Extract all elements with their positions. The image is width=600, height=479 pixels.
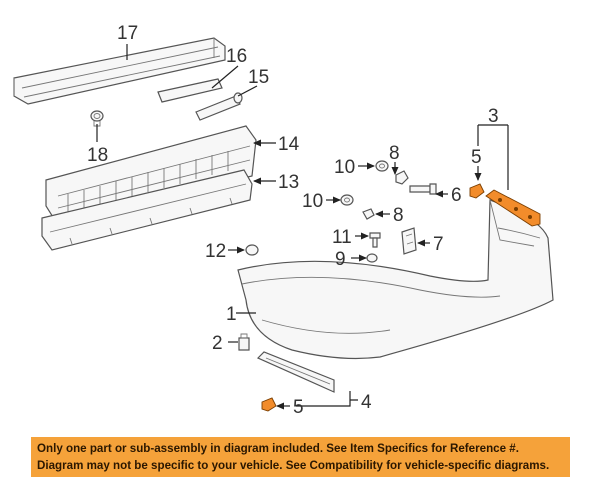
callout-7: 7 [433,234,444,255]
clip-8-upper-part [395,170,409,185]
lower-molding-part [256,351,335,393]
callout-15: 15 [248,67,269,88]
callout-13: 13 [278,172,299,193]
callout-17: 17 [117,23,138,44]
callout-8-lower: 8 [393,205,404,226]
lower-absorber-part [41,169,253,251]
callout-10-upper: 10 [334,157,355,178]
energy-absorber-part [45,125,257,223]
callout-14: 14 [278,134,300,155]
callout-2: 2 [212,333,223,354]
callout-labels: 17 16 15 18 14 13 12 1 2 3 5 4 5 6 7 8 8… [87,23,499,418]
fastener-2-part [238,333,250,351]
callout-11: 11 [332,227,352,248]
highlighted-retainer-clip-lower [261,397,277,412]
highlighted-retainer-clip-upper [469,183,485,199]
callout-16: 16 [226,46,247,67]
bar-part [195,92,243,121]
callout-18: 18 [87,145,108,166]
clip-part [90,110,104,127]
callout-3: 3 [488,106,499,127]
notice-line-1: Only one part or sub-assembly in diagram… [37,442,519,455]
callout-9: 9 [335,249,346,270]
highlighted-side-retainer-part [485,189,541,227]
notice-line-2: Diagram may not be specific to your vehi… [37,459,550,472]
callout-4: 4 [361,392,372,413]
compatibility-notice-banner: Only one part or sub-assembly in diagram… [31,437,570,477]
nut-10-lower-part [340,194,354,206]
bolt-6-part [409,183,437,195]
clip-8-lower-part [362,208,375,220]
washer-9-part [366,253,378,263]
leader-lines [96,44,509,410]
bracket-7-part [401,227,417,255]
grommet-part [245,244,259,256]
nut-10-upper-part [375,160,389,172]
callout-5-lower: 5 [293,397,304,418]
reinforcement-beam-part [13,37,226,105]
callout-12: 12 [205,241,226,262]
plate-part [157,78,223,103]
callout-10-lower: 10 [302,191,323,212]
callout-6: 6 [451,185,462,206]
callout-1: 1 [226,304,237,325]
bumper-cover-part [237,199,554,360]
callout-5-upper: 5 [471,147,482,168]
callout-8-upper: 8 [389,143,400,164]
screw-11-part [369,232,381,248]
